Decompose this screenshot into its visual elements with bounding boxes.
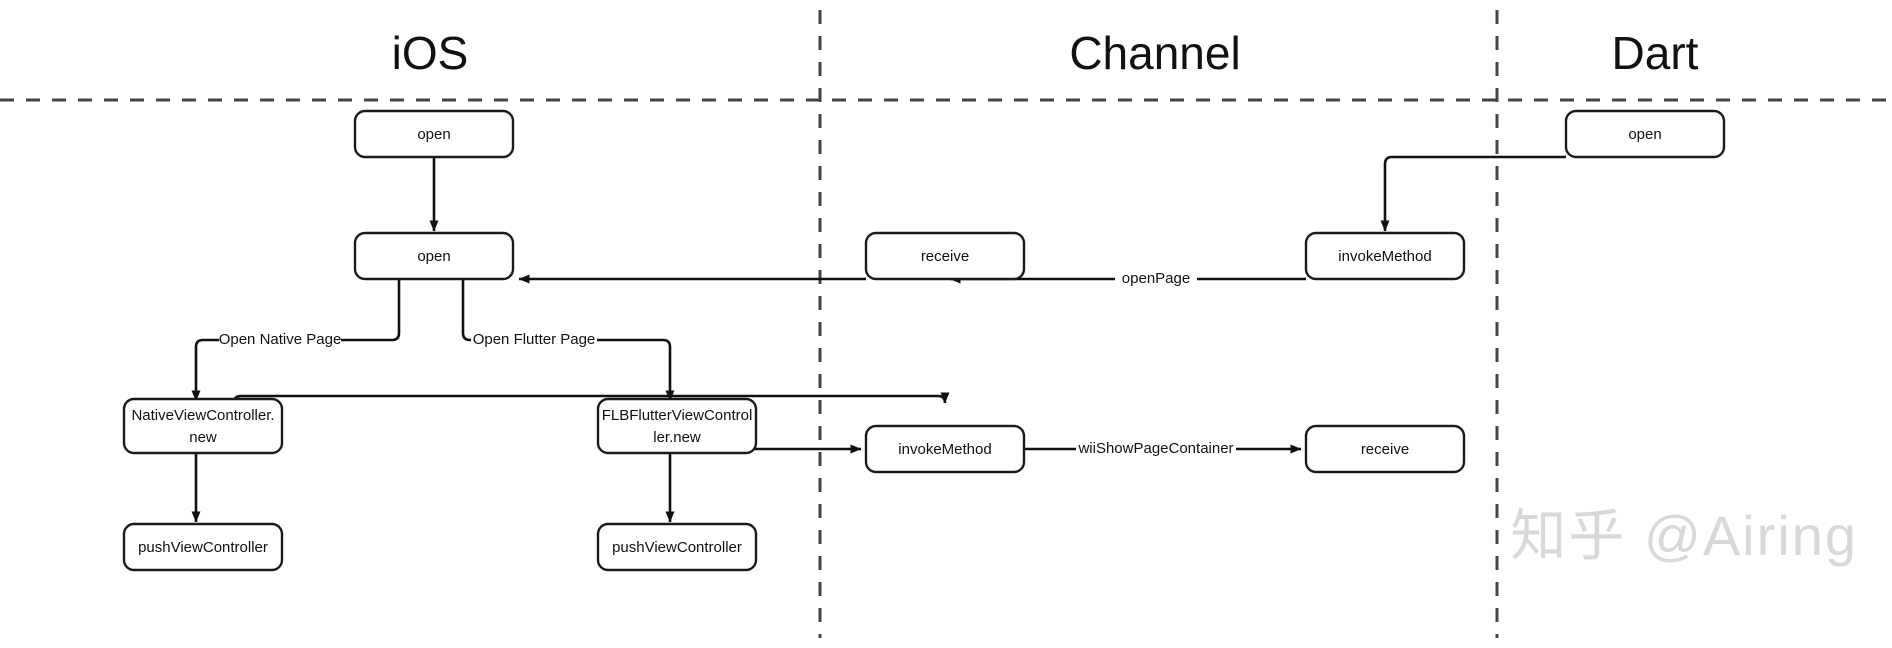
node-box[interactable] xyxy=(864,424,1026,474)
node-label: open xyxy=(1628,126,1661,143)
edge-label-open-flutter-page: Open Flutter Page xyxy=(473,331,596,348)
node-box[interactable] xyxy=(122,522,284,572)
edge-native-to-invoke xyxy=(232,392,950,405)
nodes: open open NativeViewController. new FLBF… xyxy=(122,109,1726,572)
node-box[interactable] xyxy=(353,109,515,159)
edge-label-bg-open-native-page xyxy=(219,330,341,350)
node-ios-open-top[interactable]: open xyxy=(353,109,515,159)
node-label-line1: FLBFlutterViewControl xyxy=(602,407,753,424)
edge-label-bg-open-page xyxy=(1115,269,1197,289)
node-ios-open-main[interactable]: open xyxy=(353,231,515,281)
node-label-line2: new xyxy=(189,429,217,446)
node-label-line2: ler.new xyxy=(653,429,701,446)
node-channel-receive-top[interactable]: receive xyxy=(864,231,1026,281)
node-box[interactable] xyxy=(353,231,515,281)
node-label: pushViewController xyxy=(138,539,268,556)
edge-labels: Open Native Page Open Flutter Page wiiSh… xyxy=(219,269,1236,459)
node-push-view-controller-flutter[interactable]: pushViewController xyxy=(596,522,758,572)
node-push-view-controller-native[interactable]: pushViewController xyxy=(122,522,284,572)
node-box[interactable] xyxy=(1564,109,1726,159)
node-box[interactable] xyxy=(596,397,758,455)
edge-label-wii-show-page-container: wiiShowPageContainer xyxy=(1077,440,1233,457)
edge-label-open-native-page: Open Native Page xyxy=(219,331,342,348)
node-label: receive xyxy=(1361,441,1409,458)
node-channel-invoke-method[interactable]: invokeMethod xyxy=(864,424,1026,474)
lane-titles: iOS Channel Dart xyxy=(392,27,1699,79)
lane-dividers xyxy=(0,10,1892,638)
node-label: open xyxy=(417,248,450,265)
node-box[interactable] xyxy=(1304,231,1466,281)
node-label: open xyxy=(417,126,450,143)
lane-title-channel: Channel xyxy=(1069,27,1240,79)
node-box[interactable] xyxy=(864,231,1026,281)
node-label: pushViewController xyxy=(612,539,742,556)
node-label: receive xyxy=(921,248,969,265)
edge-label-bg-wii-show-page-container xyxy=(1076,439,1236,459)
node-label: invokeMethod xyxy=(1338,248,1431,265)
edge-label-open-page: openPage xyxy=(1122,270,1190,287)
node-flb-flutter-view-controller-new[interactable]: FLBFlutterViewControl ler.new xyxy=(596,397,758,455)
node-box[interactable] xyxy=(122,397,284,455)
lane-title-dart: Dart xyxy=(1612,27,1699,79)
node-dart-invoke-method[interactable]: invokeMethod xyxy=(1304,231,1466,281)
node-box[interactable] xyxy=(1304,424,1466,474)
node-dart-open[interactable]: open xyxy=(1564,109,1726,159)
node-label: invokeMethod xyxy=(898,441,991,458)
node-dart-receive[interactable]: receive xyxy=(1304,424,1466,474)
node-native-view-controller-new[interactable]: NativeViewController. new xyxy=(122,397,284,455)
edge-label-bg-open-flutter-page xyxy=(471,330,597,350)
edge-dart-open-to-invoke xyxy=(1380,155,1566,232)
node-box[interactable] xyxy=(596,522,758,572)
node-label-line1: NativeViewController. xyxy=(131,407,274,424)
lane-title-ios: iOS xyxy=(392,27,469,79)
watermark: 知乎 @Airing xyxy=(1510,504,1858,567)
